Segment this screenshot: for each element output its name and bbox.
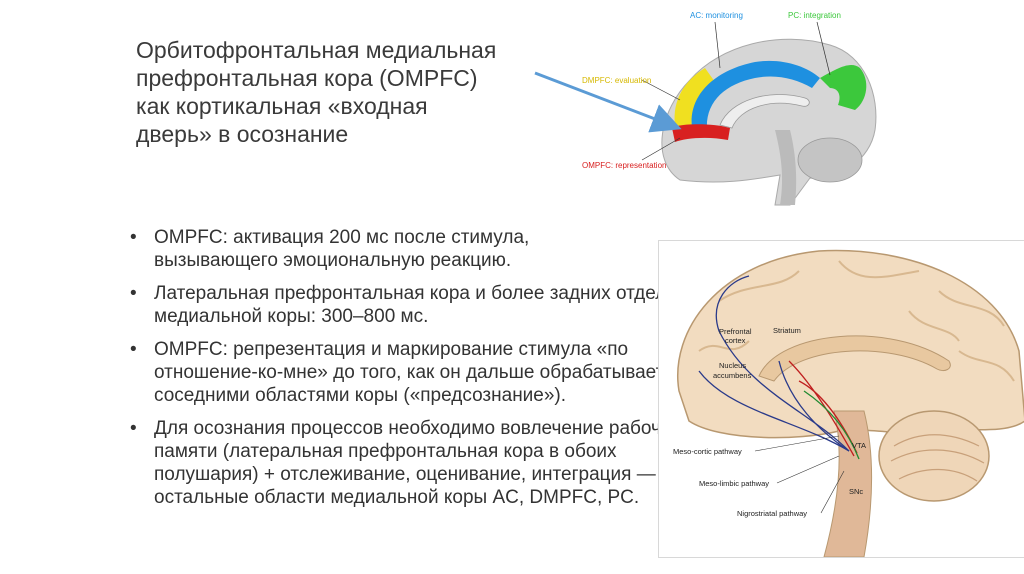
bullet-line: Латеральная префронтальная кора и более …	[154, 283, 688, 304]
corpus-callosum	[719, 94, 810, 129]
bullet-line: OMPFC: репрезентация и маркирование стим…	[154, 339, 629, 360]
label-nucleus-1: Nucleus	[719, 361, 746, 370]
bullet-line: Для осознания процессов необходимо вовле…	[154, 418, 683, 439]
bullet-line: остальные области медиальной коры AC, DM…	[154, 487, 640, 508]
pathway-lines	[698, 275, 860, 460]
bullet-item: Для осознания процессов необходимо вовле…	[126, 417, 686, 509]
label-prefrontal-2: cortex	[725, 336, 746, 345]
gyri	[698, 260, 1015, 382]
label-nucleus-2: accumbens	[713, 371, 752, 380]
cerebellum	[797, 137, 863, 183]
ac-region	[691, 60, 820, 130]
label-mesolimbic: Meso-limbic pathway	[699, 479, 769, 488]
cerebellum	[878, 410, 990, 502]
title-line: Орбитофронтальная медиальная	[136, 37, 497, 63]
label-vta: VTA	[852, 441, 866, 450]
label-ompfc: OMPFC: representation	[582, 161, 666, 170]
title-line: как кортикальная «входная	[136, 93, 428, 119]
bullet-line: соседними областями коры («предсознание»…	[154, 385, 567, 406]
bullet-line: отношение-ко-мне» до того, как он дальше…	[154, 362, 684, 383]
bullet-item: OMPFC: репрезентация и маркирование стим…	[126, 338, 686, 407]
corpus-callosum	[758, 335, 951, 382]
brainstem	[775, 130, 797, 205]
bullet-line: полушария) + отслеживание, оценивание, и…	[154, 464, 656, 485]
bullet-list: OMPFC: активация 200 мс после стимула, в…	[126, 226, 688, 519]
label-dmpfc: DMPFC: evaluation	[582, 76, 651, 85]
bullet-item: OMPFC: активация 200 мс после стимула, в…	[126, 226, 686, 272]
ompfc-region	[672, 124, 730, 142]
bullet-item: Латеральная префронтальная кора и более …	[126, 282, 688, 328]
label-ac: AC: monitoring	[690, 11, 743, 20]
label-mesocortic: Meso-cortic pathway	[673, 447, 742, 456]
title-line: дверь» в осознание	[136, 121, 349, 147]
label-prefrontal-1: Prefrontal	[719, 327, 752, 336]
dmpfc-region	[674, 68, 715, 128]
label-snc: SNc	[849, 487, 863, 496]
label-striatum: Striatum	[773, 326, 801, 335]
brainstem	[823, 410, 872, 557]
bullet-line: медиальной коры: 300–800 мс.	[154, 306, 429, 327]
title-line: префронтальная кора (OMPFC)	[136, 65, 478, 91]
label-pc: PC: integration	[788, 11, 841, 20]
label-nigrostriatal: Nigrostriatal pathway	[737, 509, 807, 518]
slide-title: Орбитофронтальная медиальная префронталь…	[136, 36, 576, 148]
bullet-line: вызывающего эмоциональную реакцию.	[154, 250, 512, 271]
dopamine-pathways-figure: Prefrontal cortex Striatum Nucleus accum…	[658, 240, 1024, 558]
bullet-line: OMPFC: активация 200 мс после стимула,	[154, 227, 530, 248]
bullet-line: памяти (латеральная префронтальная кора …	[154, 441, 617, 462]
pc-region	[820, 65, 867, 110]
medial-brain-figure: AC: monitoring PC: integration DMPFC: ev…	[580, 0, 880, 210]
